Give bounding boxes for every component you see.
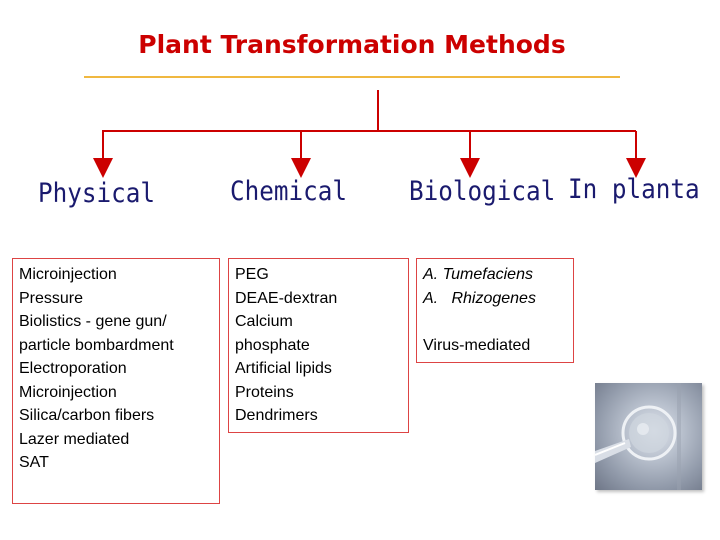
physical-methods-box: Microinjection Pressure Biolistics - gen… bbox=[12, 258, 220, 504]
list-item: particle bombardment bbox=[19, 336, 174, 354]
list-spacer bbox=[423, 310, 567, 334]
list-item: Pressure bbox=[19, 289, 84, 307]
list-item: phosphate bbox=[235, 336, 310, 354]
biological-methods-box: A. Tumefaciens A. Rhizogenes Virus-media… bbox=[416, 258, 574, 363]
category-physical: Physical bbox=[38, 178, 156, 209]
title-underline bbox=[84, 76, 620, 78]
list-item: A. Rhizogenes bbox=[423, 289, 536, 307]
chemical-methods-box: PEG DEAE-dextran Calcium phosphate Artif… bbox=[228, 258, 409, 433]
list-item: PEG bbox=[235, 266, 269, 283]
list-item: Biolistics - gene gun/ bbox=[19, 313, 167, 330]
list-item: Artificial lipids bbox=[235, 360, 332, 377]
category-in-planta: In planta bbox=[568, 174, 700, 205]
list-item: Proteins bbox=[235, 383, 294, 401]
category-biological: Biological bbox=[409, 176, 556, 207]
page-title: Plant Transformation Methods bbox=[138, 30, 566, 59]
list-item: Dendrimers bbox=[235, 407, 318, 424]
list-item: Lazer mediated bbox=[19, 430, 130, 448]
list-item: A. Tumefaciens bbox=[423, 266, 533, 283]
list-item: SAT bbox=[19, 454, 49, 471]
list-item: Microinjection bbox=[19, 383, 117, 401]
list-item: Silica/carbon fibers bbox=[19, 407, 155, 424]
list-item: Calcium bbox=[235, 313, 293, 330]
list-item: DEAE-dextran bbox=[235, 289, 338, 307]
category-chemical: Chemical bbox=[230, 176, 348, 207]
list-item: Microinjection bbox=[19, 266, 117, 283]
list-item: Virus-mediated bbox=[423, 336, 531, 354]
microinjection-photo bbox=[595, 383, 702, 490]
list-item: Electroporation bbox=[19, 360, 127, 377]
